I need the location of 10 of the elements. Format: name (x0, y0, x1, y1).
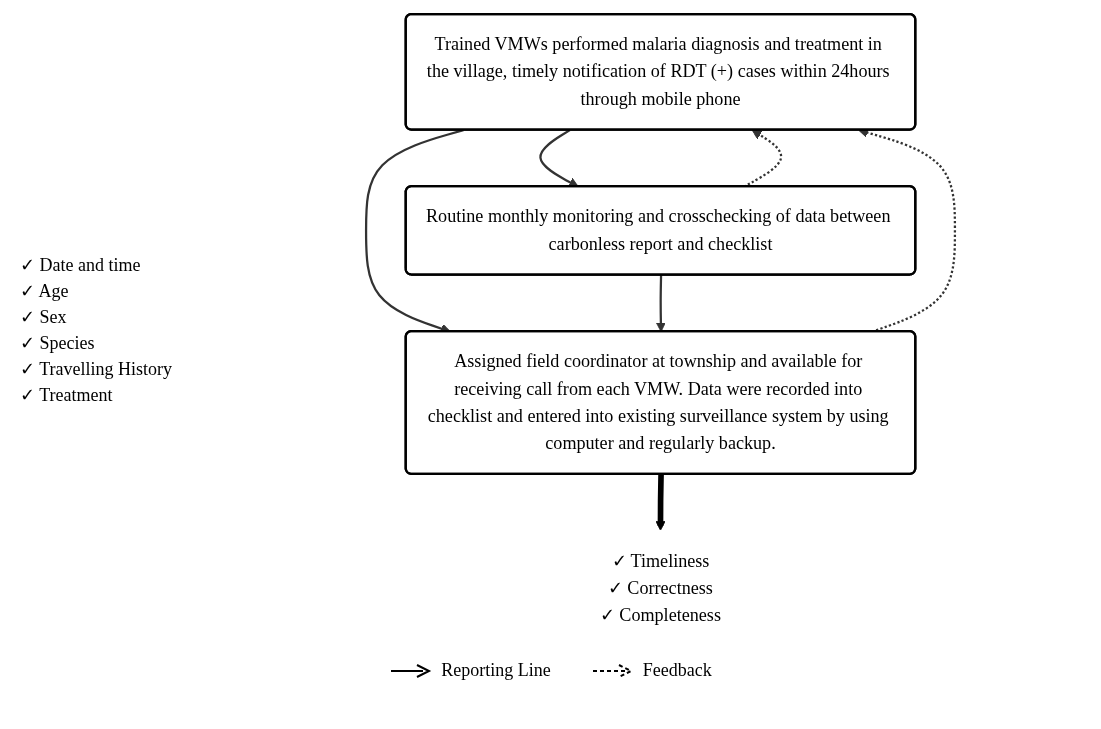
checklist-item: ✓ Sex (20, 306, 68, 328)
checklist-item: ✓ Travelling History (20, 358, 173, 380)
checklist-item: ✓ Date and time (20, 254, 142, 276)
legend-label: Feedback (642, 660, 712, 681)
arrow (655, 474, 666, 531)
legend-label: Reporting Line (441, 660, 551, 681)
node-text: ✓ Timeliness ✓ Correctness ✓ Completeness (600, 550, 721, 625)
checklist-item: ✓ Species (20, 332, 96, 354)
checklist-item: ✓ Age (20, 280, 70, 302)
checklist-item: ✓ Treatment (20, 384, 114, 406)
